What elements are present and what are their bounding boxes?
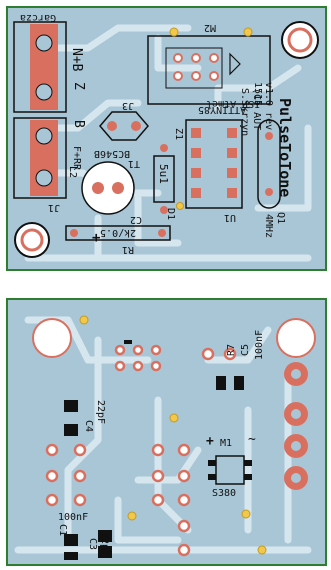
ref-j1: J1 [48, 202, 61, 213]
mounting-hole-bottom-right [276, 318, 316, 358]
zener-value: 5u1 [157, 164, 170, 184]
via-group-top [169, 27, 253, 210]
capacitor-c2 [81, 161, 135, 215]
isp-header [147, 35, 271, 105]
connector-pads-bottom [284, 362, 308, 490]
ref-c2: C2 [130, 214, 143, 225]
plus-sign-bottom: + [206, 434, 214, 449]
pin-label-z: Z [71, 82, 86, 90]
pin-label-frr: F+RR [71, 146, 82, 171]
value-c5: 100nF [254, 329, 265, 360]
resistor-value: 2k/0.5 [100, 227, 137, 238]
zener-diode-z1 [153, 144, 175, 214]
crystal-q1 [257, 119, 281, 209]
transistor-t1 [99, 111, 149, 141]
ic-m1 [208, 455, 252, 485]
ref-z1: Z1 [173, 128, 184, 141]
ref-c3: C3 [87, 538, 98, 551]
tilde-sign-bottom: ~ [248, 432, 256, 447]
value-c1: 100nF [58, 512, 89, 523]
value-m1: S380 [212, 488, 237, 499]
ref-c5: C5 [240, 343, 251, 356]
resistor-r1 [65, 225, 171, 241]
top-layer-svg [8, 8, 325, 269]
ref-u1: U1 [224, 212, 237, 223]
ref-c4: C4 [83, 420, 94, 433]
ref-m1: M1 [220, 438, 233, 449]
board-copyright: (C) AUT [251, 88, 262, 131]
mounting-hole-bottom-left [32, 318, 72, 358]
pin-label-b: B [71, 120, 86, 128]
value-c4: 22pF [95, 400, 106, 425]
via-group-bottom [79, 315, 267, 555]
ref-r1: R1 [122, 244, 135, 255]
pad-group-bottom [45, 344, 237, 557]
transistor-label: BC546B [94, 148, 131, 159]
ref-t1: T1 [128, 158, 141, 169]
board-title: PulseToTone [276, 98, 294, 198]
terminal-block-j2 [13, 21, 67, 113]
ref-m2: M2 [204, 22, 217, 33]
top-silkscreen: PulseToTone v1.0 rev 1515 (C) AUT S.Skrz… [8, 8, 325, 269]
mcu-label: ATTINY85 [198, 104, 247, 115]
pin-label-garcza: Garcza [20, 12, 57, 23]
bottom-silkscreen: R7 C5 100nF C4 22pF C1 100nF C3 22pF M1 … [8, 300, 325, 564]
smd-pads-bottom [64, 340, 244, 560]
pin-label-nb: N+B [69, 48, 84, 72]
bottom-layer-svg [8, 300, 325, 564]
value-c3: 22pF [99, 532, 110, 557]
ref-j3: J3 [122, 100, 135, 111]
mounting-hole-top-left [14, 222, 50, 258]
terminal-block-j1 [13, 117, 67, 199]
ref-r7: R7 [226, 343, 237, 356]
mcu-u1 [185, 119, 243, 209]
crystal-label: 4MHz [263, 214, 274, 239]
plus-sign-top: + [92, 230, 101, 246]
bottom-pcb-layer: R7 C5 100nF C4 22pF C1 100nF C3 22pF M1 … [6, 298, 327, 566]
ref-c1: C1 [57, 524, 68, 537]
mounting-hole-top-right [281, 21, 319, 59]
ref-q1: Q1 [275, 212, 286, 225]
ref-d1: D1 [165, 208, 176, 221]
top-pcb-layer: PulseToTone v1.0 rev 1515 (C) AUT S.Skrz… [6, 6, 327, 271]
